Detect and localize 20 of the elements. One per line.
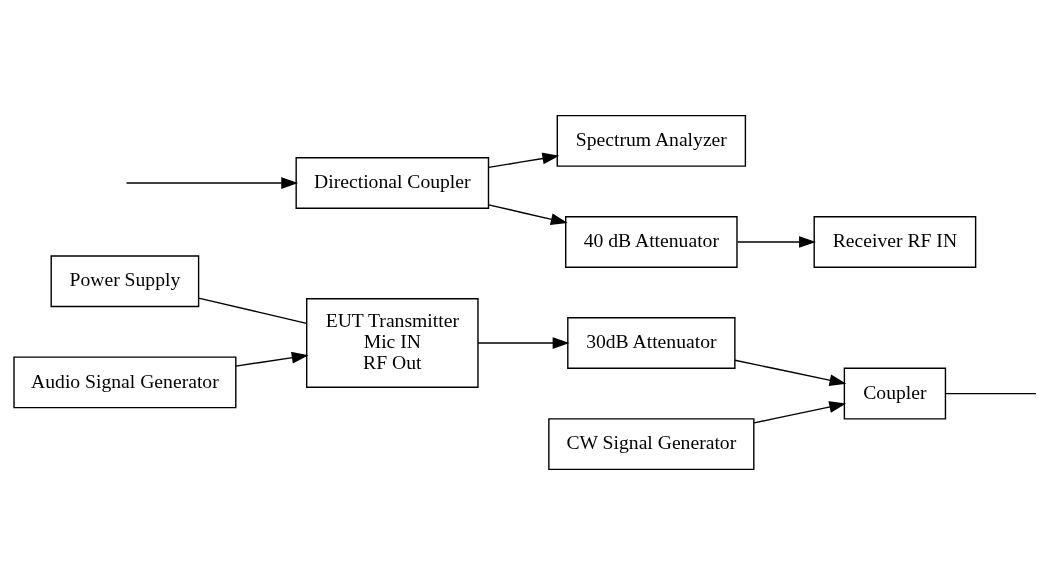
arrow	[488, 152, 560, 169]
node-box: Power Supply	[50, 255, 200, 308]
node-box: CW Signal Generator	[548, 418, 755, 471]
node-box: EUT Transmitter Mic IN RF Out	[306, 298, 479, 388]
arrow	[125, 177, 299, 189]
arrow	[734, 359, 847, 386]
node-box: Audio Signal Generator	[13, 356, 237, 409]
node-box: Coupler	[843, 367, 947, 420]
node-box: Spectrum Analyzer	[556, 114, 747, 167]
arrow	[477, 337, 570, 349]
connector	[197, 297, 308, 325]
arrow	[488, 204, 568, 225]
arrow	[736, 236, 816, 248]
node-box: 40 dB Attenuator	[565, 216, 738, 268]
connector	[944, 392, 1037, 395]
arrow	[235, 351, 309, 367]
arrow	[753, 401, 847, 424]
node-box: Receiver RF IN	[813, 216, 977, 268]
node-box: 30dB Attenuator	[567, 317, 736, 369]
node-box: Directional Coupler	[295, 157, 490, 209]
